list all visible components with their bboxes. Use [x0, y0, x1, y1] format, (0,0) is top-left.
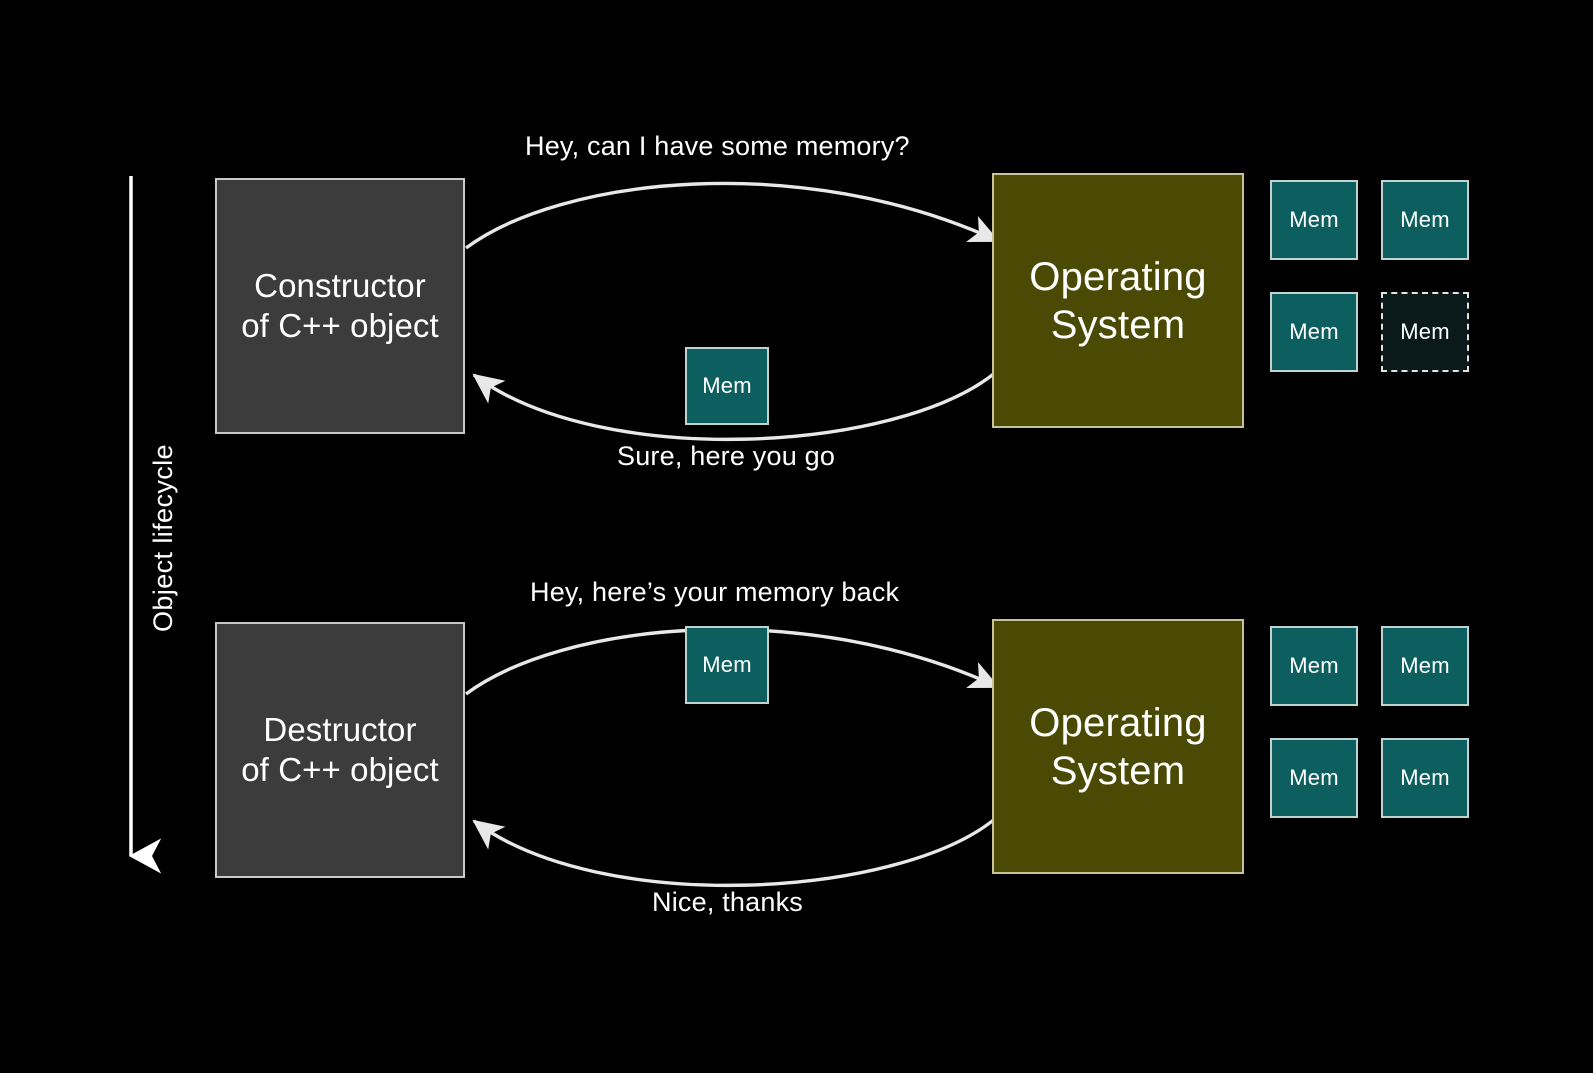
mem-slot-label: Mem: [1400, 653, 1450, 678]
mem-slot-label: Mem: [1289, 319, 1339, 344]
construction-request-arrow: [464, 181, 1000, 250]
construction-request-caption: Hey, can I have some memory?: [525, 131, 910, 161]
memory-pool-slot-4-empty[interactable]: Mem: [1381, 292, 1469, 372]
request-arrow-path: [464, 181, 1000, 250]
memory-pool-slot-1-after[interactable]: Mem: [1270, 626, 1358, 706]
os-label-line1: Operating: [1029, 254, 1207, 299]
destruction-request-caption: Hey, here’s your memory back: [530, 577, 900, 607]
memory-pool-slot-2[interactable]: Mem: [1381, 180, 1469, 260]
constructor-box-text: Constructor of C++ object: [241, 266, 439, 347]
transferred-mem-block-returning[interactable]: Mem: [685, 626, 769, 704]
os-box-text: Operating System: [1029, 699, 1206, 795]
mem-block-label: Mem: [702, 373, 752, 398]
constructor-label-line1: Constructor: [254, 266, 426, 304]
os-label-line2: System: [1050, 748, 1186, 793]
constructor-label-line2: of C++ object: [241, 307, 439, 344]
operating-system-box-destruction[interactable]: Operating System: [992, 619, 1244, 874]
mem-slot-label: Mem: [1400, 207, 1450, 232]
destructor-box-text: Destructor of C++ object: [241, 710, 439, 791]
memory-pool-slot-2-after[interactable]: Mem: [1381, 626, 1469, 706]
os-label-line2: System: [1050, 302, 1186, 347]
construction-response-caption: Sure, here you go: [617, 441, 836, 471]
mem-slot-label: Mem: [1289, 207, 1339, 232]
mem-slot-label: Mem: [1400, 319, 1450, 344]
memory-pool-slot-3-after[interactable]: Mem: [1270, 738, 1358, 818]
destructor-box[interactable]: Destructor of C++ object: [215, 622, 465, 878]
destruction-response-arrow: [472, 816, 998, 888]
mem-slot-label: Mem: [1289, 653, 1339, 678]
object-lifecycle-label: Object lifecycle: [148, 444, 178, 632]
transferred-mem-block-allocated[interactable]: Mem: [685, 347, 769, 425]
ack-arrow-path: [472, 816, 998, 888]
mem-slot-label: Mem: [1400, 765, 1450, 790]
destructor-label-line1: Destructor: [263, 710, 417, 748]
mem-block-label: Mem: [702, 652, 752, 677]
memory-pool-slot-4-after[interactable]: Mem: [1381, 738, 1469, 818]
destruction-response-caption: Nice, thanks: [652, 887, 803, 917]
memory-pool-slot-3[interactable]: Mem: [1270, 292, 1358, 372]
mem-slot-label: Mem: [1289, 765, 1339, 790]
os-label-line1: Operating: [1029, 700, 1207, 745]
destructor-label-line2: of C++ object: [241, 751, 439, 788]
memory-pool-slot-1[interactable]: Mem: [1270, 180, 1358, 260]
os-box-text: Operating System: [1029, 253, 1206, 349]
operating-system-box-construction[interactable]: Operating System: [992, 173, 1244, 428]
constructor-box[interactable]: Constructor of C++ object: [215, 178, 465, 434]
